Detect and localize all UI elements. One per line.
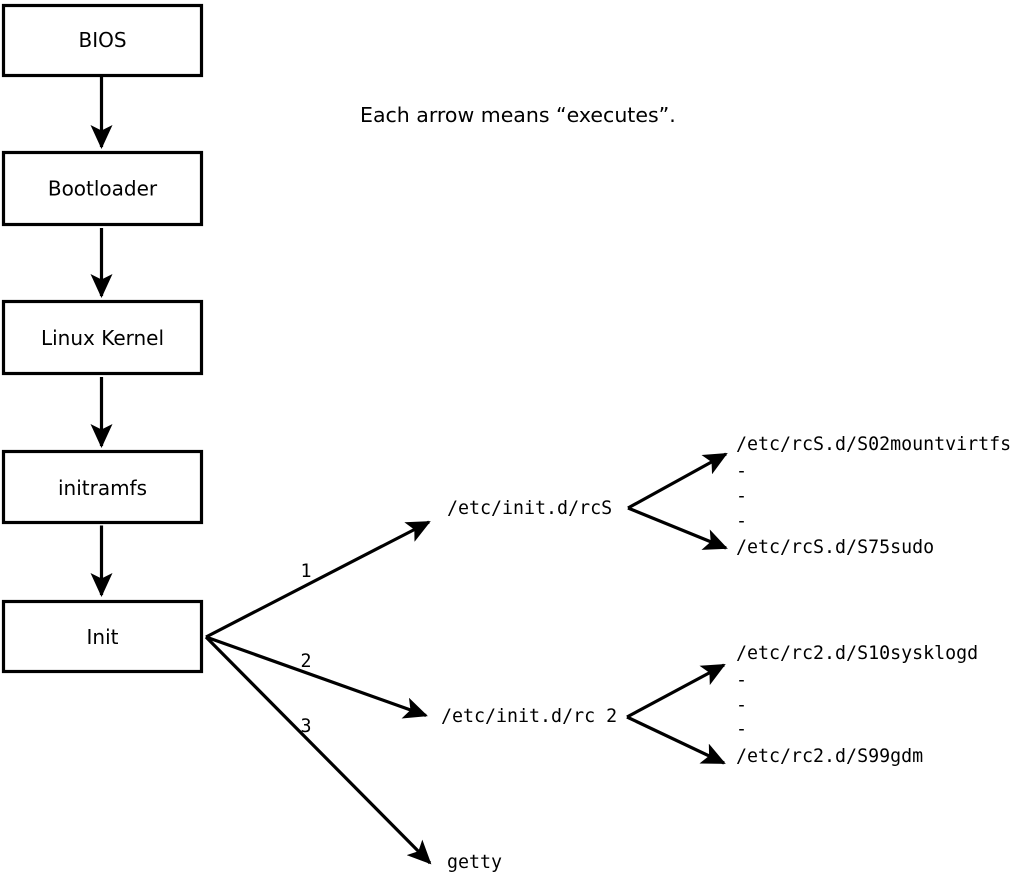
rc2-list-ellipsis-2: - [736, 695, 747, 716]
linux-kernel-box [1, 299, 204, 376]
arrow-rcS-to-S02mountvirtfs-icon [627, 452, 728, 510]
arrow-init-to-getty-icon [204, 635, 432, 865]
rc2-list-ellipsis-3: - [736, 719, 747, 740]
branch-2-number: 2 [300, 651, 311, 672]
initramfs-box [1, 449, 204, 525]
branch-1-number: 1 [300, 561, 311, 582]
rc2-list-item-first: /etc/rc2.d/S10sysklogd [736, 643, 978, 664]
init-box [1, 599, 204, 674]
getty-label: getty [447, 852, 502, 873]
arrow-rc2-to-S99gdm-icon [626, 715, 726, 765]
bootloader-box [1, 150, 204, 227]
bios-label: BIOS [78, 28, 126, 52]
rcS-script-path: /etc/init.d/rcS [447, 498, 612, 519]
rcS-list-item-last: /etc/rcS.d/S75sudo [736, 537, 934, 558]
bios-box [1, 3, 204, 78]
initramfs-label: initramfs [58, 476, 147, 500]
rcS-list-ellipsis-3: - [736, 511, 747, 532]
arrow-rc2-to-S10sysklogd-icon [626, 663, 726, 719]
rc2-list-ellipsis-1: - [736, 670, 747, 691]
arrow-legend-note: Each arrow means “executes”. [360, 103, 676, 127]
arrow-init-to-rcS-icon [205, 520, 431, 639]
init-label: Init [87, 625, 119, 649]
rcS-list-ellipsis-2: - [736, 486, 747, 507]
linux-kernel-label: Linux Kernel [41, 326, 164, 350]
arrow-rcS-to-S75sudo-icon [627, 506, 728, 550]
bootloader-label: Bootloader [48, 177, 158, 201]
rc2-script-path: /etc/init.d/rc 2 [441, 706, 617, 727]
rcS-list-ellipsis-1: - [736, 461, 747, 482]
rc2-list-item-last: /etc/rc2.d/S99gdm [736, 746, 923, 767]
rcS-list-item-first: /etc/rcS.d/S02mountvirtfs [736, 434, 1011, 455]
arrow-init-to-rc2-icon [205, 635, 428, 719]
branch-3-number: 3 [300, 716, 311, 737]
